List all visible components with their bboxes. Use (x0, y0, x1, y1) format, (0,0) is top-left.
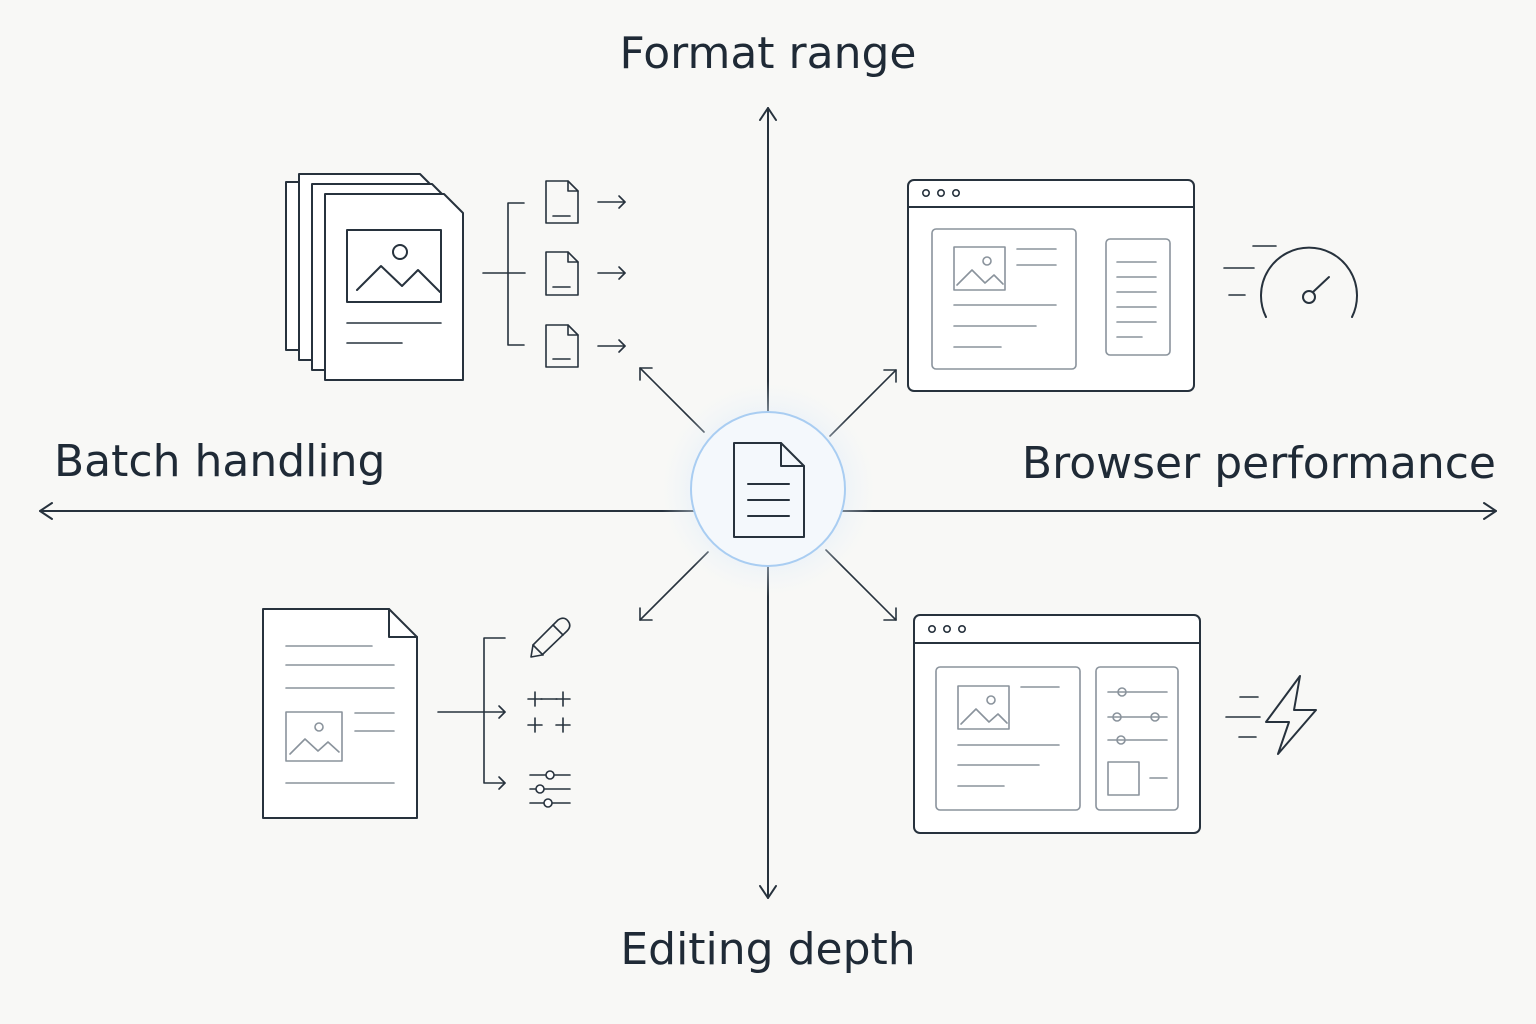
stacked-image-files-icon (285, 173, 464, 381)
axis-label-browser-performance: Browser performance (1021, 438, 1496, 489)
file-icon (545, 180, 579, 224)
arrow-right-icon (597, 195, 626, 209)
center-hub (660, 381, 876, 597)
sliders-icon (529, 770, 571, 808)
browser-settings-icon (913, 614, 1201, 834)
axis-label-format-range: Format range (619, 28, 917, 79)
batch-split-connector (482, 202, 526, 346)
axis-label-batch-handling: Batch handling (54, 436, 386, 487)
lightning-bolt-icon (1225, 675, 1317, 755)
crop-icon (527, 691, 571, 733)
document-icon (733, 442, 805, 538)
axis-label-editing-depth: Editing depth (620, 924, 916, 975)
speedometer-icon (1223, 245, 1358, 318)
file-icon (545, 251, 579, 296)
file-icon (545, 324, 579, 368)
image-document-icon (262, 608, 418, 819)
browser-window-icon (907, 179, 1195, 392)
output-files (545, 180, 626, 368)
arrow-right-icon (597, 266, 626, 280)
pencil-icon (530, 617, 571, 658)
edit-tools-connector (437, 637, 506, 790)
arrow-right-icon (597, 339, 626, 353)
